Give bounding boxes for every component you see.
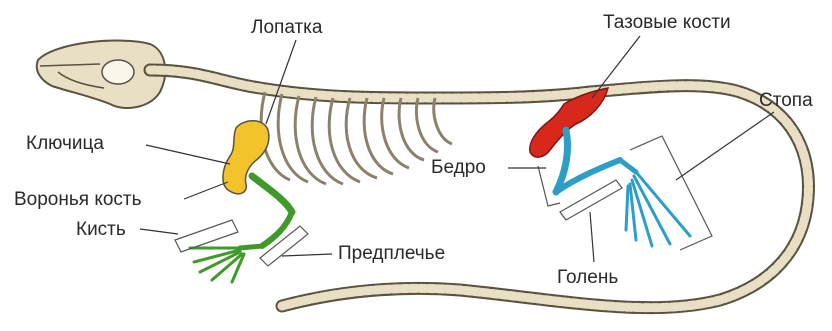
label-shin: Голень — [557, 267, 618, 289]
vertebral-column — [150, 70, 808, 308]
label-forearm: Предплечье — [338, 243, 445, 265]
label-scapula: Лопатка — [251, 17, 322, 39]
hindlimb — [556, 130, 690, 246]
rib-cage — [261, 92, 452, 184]
label-pelvic-bones: Тазовые кости — [603, 12, 731, 34]
label-hand: Кисть — [76, 219, 126, 241]
label-coracoid: Воронья кость — [14, 189, 142, 211]
label-foot: Стопа — [759, 90, 813, 112]
label-femur: Бедро — [431, 157, 486, 179]
label-clavicle: Ключица — [26, 133, 104, 155]
